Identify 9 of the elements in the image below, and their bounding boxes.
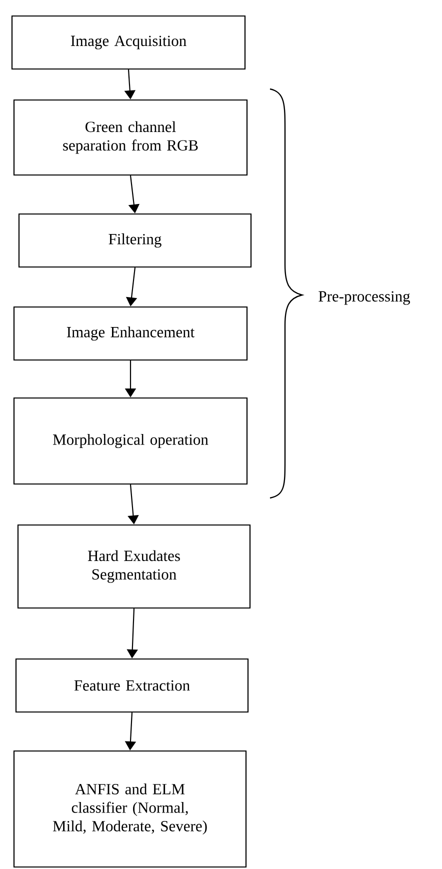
brace-label: Pre-processing (318, 291, 410, 305)
process-box: Image Acquisition (11, 15, 246, 70)
process-box: Hard Exudates Segmentation (17, 524, 251, 609)
process-box: Feature Extraction (15, 658, 249, 713)
process-box: Image Enhancement (13, 306, 248, 361)
process-box: Filtering (18, 213, 252, 268)
process-box: Green channel separation from RGB (13, 99, 248, 176)
process-box: Morphological operation (13, 397, 248, 485)
process-box: ANFIS and ELM classifier (Normal, Mild, Moderate, Severe) (13, 750, 247, 868)
